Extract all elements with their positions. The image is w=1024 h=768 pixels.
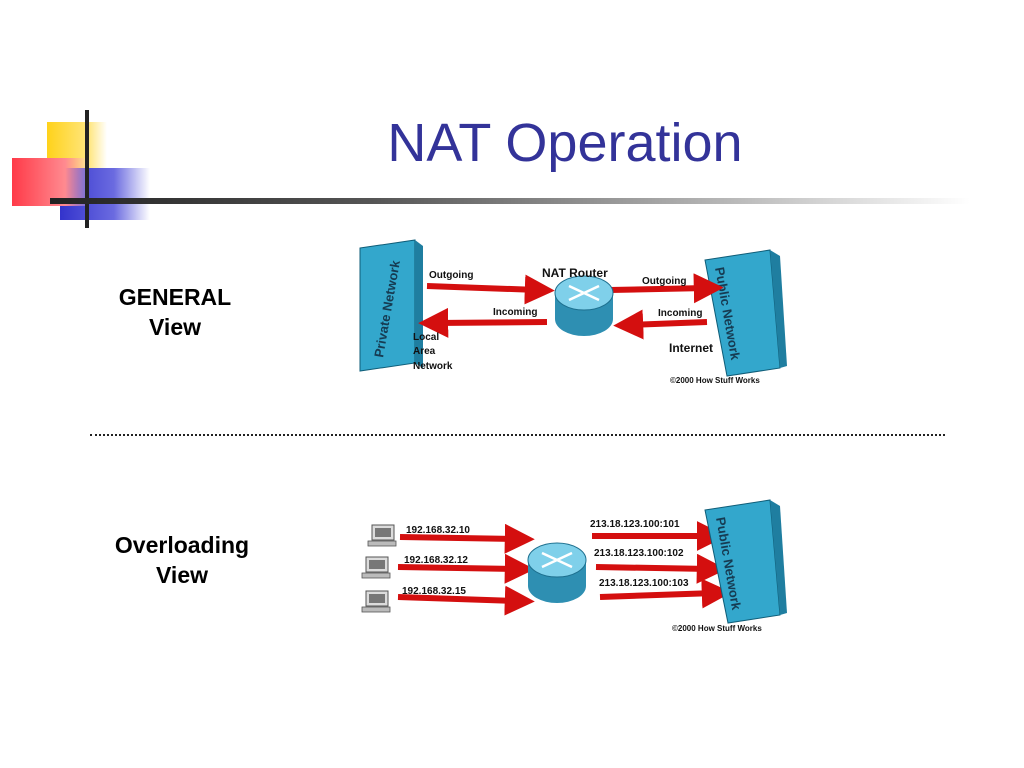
incoming-right-arrow [613,309,708,340]
overload-router-icon [527,542,587,603]
general-nat-diagram: Private Network Public Network NAT Route… [359,239,787,385]
overloading-nat-diagram: Public Network 192.168.32.10 192.168.32.… [361,499,787,633]
lan-label-3: Network [413,361,453,372]
deco-vertical-line [85,110,89,228]
outgoing-left-label: Outgoing [429,270,473,281]
nat-router-icon [554,275,614,336]
outgoing-left-arrow [426,274,555,305]
section-divider [90,434,945,436]
incoming-left-label: Incoming [493,307,537,318]
public-network-box: Public Network [704,249,787,377]
private-arrow-2 [397,553,535,584]
public-arrow-2 [595,553,727,584]
page-title: NAT Operation [387,113,743,173]
outgoing-right-label: Outgoing [642,276,686,287]
private-ip-1: 192.168.32.10 [406,525,470,536]
overload-label-line2: View [156,562,208,588]
private-arrow-1 [399,523,535,554]
private-arrow-3 [397,585,535,616]
general-label-line1: GENERAL [118,284,232,310]
public-arrow-3 [599,578,732,609]
overload-label-line1: Overloading [114,532,250,558]
public-ip-1: 213.18.123.100:101 [590,519,680,530]
general-label-line2: View [149,314,201,340]
corner-decoration [10,110,150,230]
computer-icon-3 [361,590,391,613]
overloading-view-label: Overloading View [92,530,272,590]
incoming-left-arrow [418,307,548,338]
public-ip-3: 213.18.123.100:103 [599,578,689,589]
overload-public-network-box: Public Network [704,499,787,624]
outgoing-right-arrow [609,273,724,304]
lan-label-1: Local [413,332,439,343]
title-rule [50,198,970,204]
lan-label-2: Area [413,346,436,357]
general-copyright: ©2000 How Stuff Works [670,376,760,385]
computer-icon-2 [361,556,391,579]
computer-icon-1 [367,524,397,547]
internet-label: Internet [669,341,713,355]
general-view-label: GENERAL View [95,282,255,342]
incoming-right-label: Incoming [658,308,702,319]
private-ip-3: 192.168.32.15 [402,586,466,597]
overload-copyright: ©2000 How Stuff Works [672,624,762,633]
router-label: NAT Router [542,266,608,280]
public-ip-2: 213.18.123.100:102 [594,548,684,559]
private-ip-2: 192.168.32.12 [404,555,468,566]
